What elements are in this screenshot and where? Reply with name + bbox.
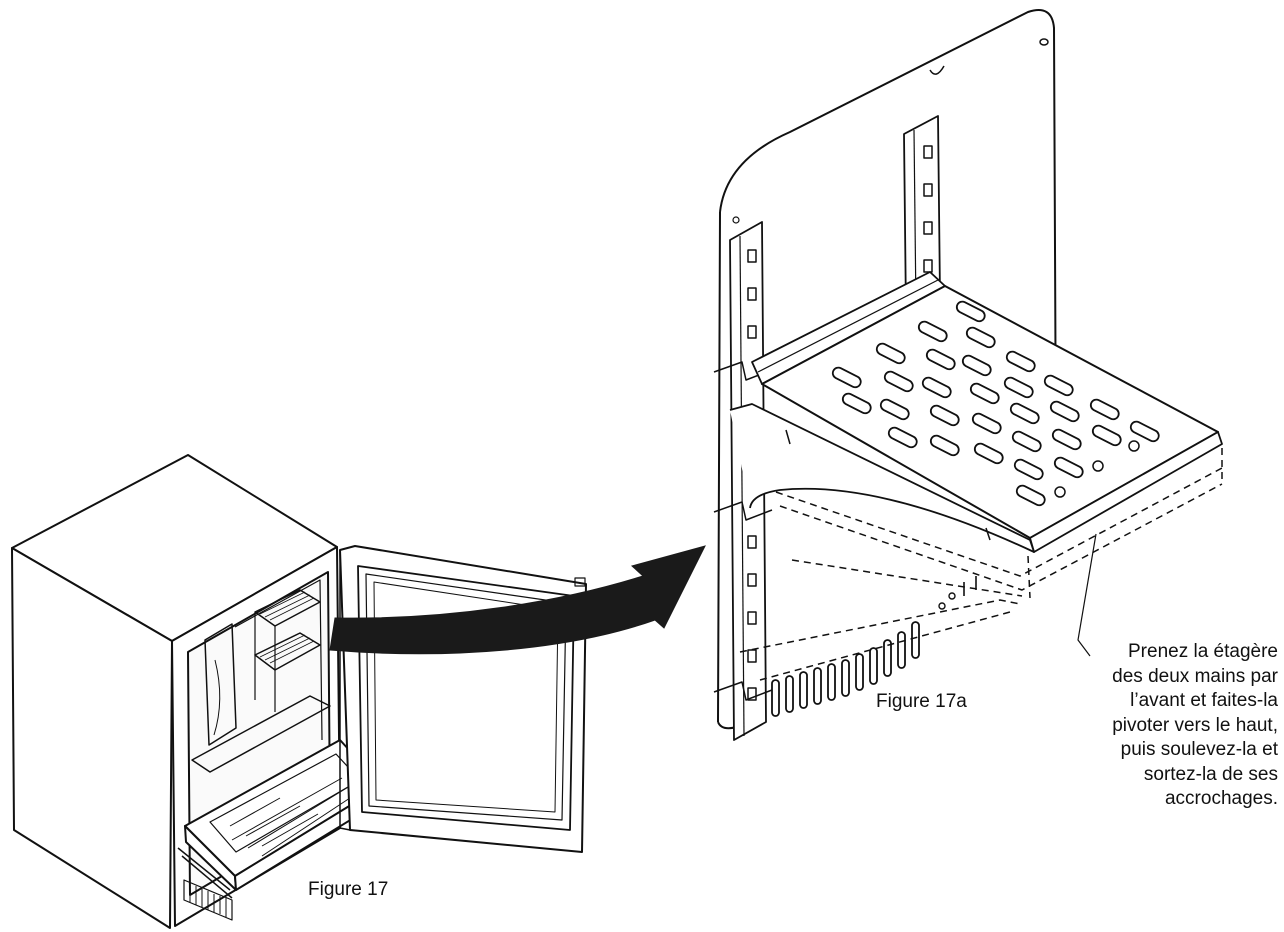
shelf-on-rails-drawing bbox=[713, 9, 1223, 741]
open-refrigerator-drawing bbox=[11, 454, 587, 929]
instruction-text: Prenez la étagère des deux mains par l’a… bbox=[1112, 640, 1278, 812]
instruction-line: pivoter vers le haut, bbox=[1112, 714, 1278, 736]
instruction-line: l’avant et faites-la bbox=[1130, 690, 1278, 711]
instruction-line: puis soulevez-la et bbox=[1120, 739, 1278, 760]
instruction-line: des deux mains par bbox=[1112, 665, 1278, 687]
curved-arrow bbox=[329, 545, 706, 655]
instruction-line: sortez-la de ses bbox=[1143, 763, 1278, 785]
figure-17a-caption: Figure 17a bbox=[876, 691, 967, 712]
instruction-line: Prenez la étagère bbox=[1128, 641, 1278, 662]
instruction-line: accrochages. bbox=[1164, 788, 1278, 809]
figure-17-caption: Figure 17 bbox=[308, 879, 389, 900]
